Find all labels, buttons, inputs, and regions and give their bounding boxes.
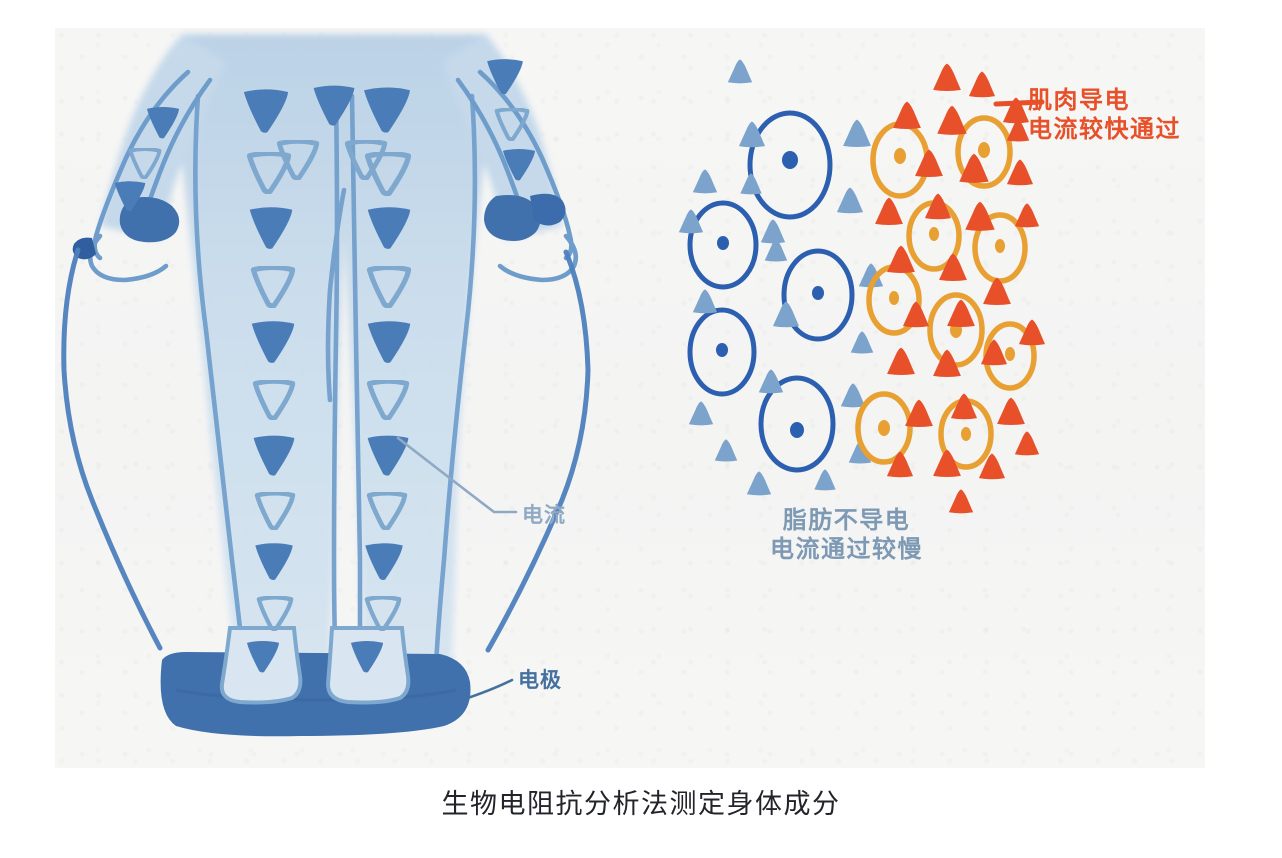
body-outline	[193, 93, 478, 669]
figure-caption: 生物电阻抗分析法测定身体成分	[441, 789, 841, 819]
electrode-cables	[61, 247, 591, 653]
label-fat-line2: 电流通过较慢	[770, 536, 923, 564]
fat-current-triangles	[678, 59, 884, 496]
feet	[219, 626, 411, 705]
leader-line-electrode	[460, 678, 514, 702]
label-current: 电流	[522, 504, 566, 527]
body-figure	[61, 34, 591, 737]
muscle-current-triangles	[875, 63, 1046, 514]
fat-cell-outlines	[687, 110, 855, 473]
leader-line-current	[396, 436, 518, 514]
fat-tissue-group	[678, 59, 884, 496]
label-electrode: 电极	[518, 669, 562, 692]
electrode-platform[interactable]	[160, 652, 471, 737]
muscle-tissue-group	[855, 63, 1046, 514]
label-fat-nonconductive: 脂肪不导电 电流通过较慢	[770, 506, 923, 565]
label-fat-line1: 脂肪不导电	[782, 507, 911, 534]
label-muscle-line2: 电流较快通过	[1028, 116, 1181, 144]
label-muscle-line1: 肌肉导电	[1028, 87, 1130, 114]
leader-line-muscle	[993, 99, 1045, 107]
right-arm	[455, 69, 579, 283]
fat-cell-nuclei	[716, 151, 824, 438]
label-muscle-conductive: 肌肉导电 电流较快通过	[1028, 86, 1181, 145]
